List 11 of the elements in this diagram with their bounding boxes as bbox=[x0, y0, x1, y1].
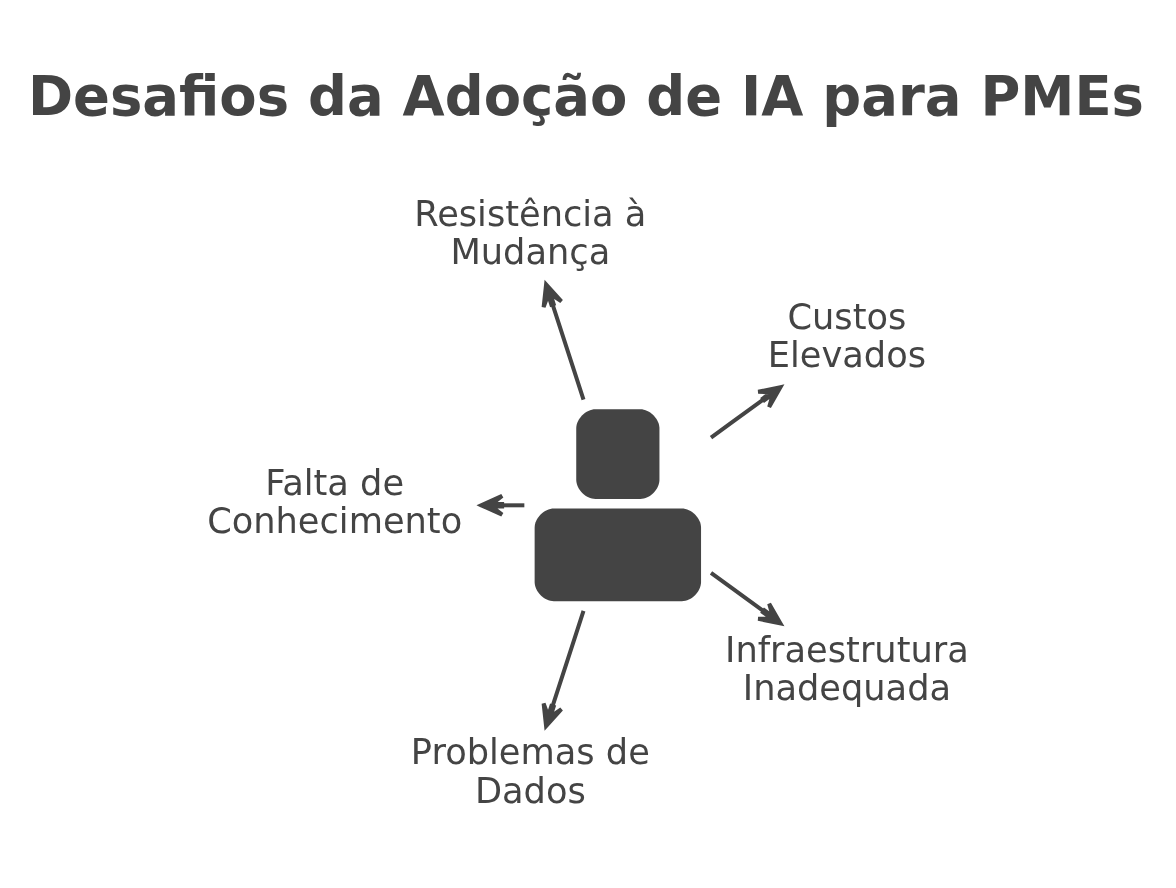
arrow bbox=[709, 384, 783, 439]
node-text: Problemas de Dados bbox=[410, 730, 650, 811]
node-text: Resistência à Mudança bbox=[414, 192, 647, 272]
arrow bbox=[541, 281, 586, 400]
arrow bbox=[541, 609, 586, 728]
node-text: Falta de Conhecimento bbox=[207, 461, 463, 541]
arrow bbox=[479, 493, 525, 517]
diagram-title: Desafios da Adoção de IA para PMEs bbox=[27, 64, 1144, 128]
arrow bbox=[709, 570, 783, 625]
node-text: Infraestrutura Inadequada bbox=[725, 628, 969, 708]
node-text: Custos Elevados bbox=[767, 295, 927, 375]
